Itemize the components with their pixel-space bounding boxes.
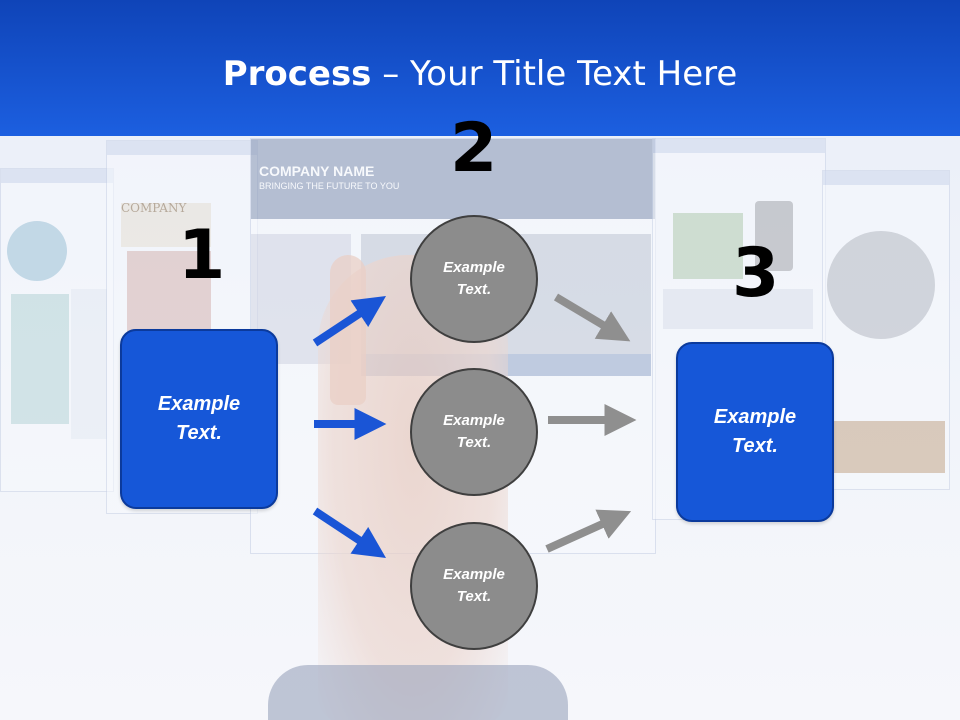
slide-title: Process – Your Title Text Here	[0, 54, 960, 94]
step-2-circle-middle: Example Text.	[410, 368, 538, 496]
step-1-box: Example Text.	[120, 329, 278, 509]
step-number-1: 1	[178, 216, 226, 295]
bg-website-window	[0, 168, 114, 492]
step-3-box: Example Text.	[676, 342, 834, 522]
step-2-circle-top: Example Text.	[410, 215, 538, 343]
step-2-circle-bottom: Example Text.	[410, 522, 538, 650]
bg-brand-text: COMPANY NAME	[259, 163, 375, 179]
step-number-3: 3	[732, 234, 780, 313]
title-bold: Process	[222, 54, 372, 94]
bg-tagline-text: BRINGING THE FUTURE TO YOU	[259, 181, 400, 191]
title-bar	[0, 0, 960, 136]
circle-text: Example Text.	[443, 411, 505, 452]
bg-brand-text: COMPANY	[121, 201, 187, 215]
gray-arrow-up	[545, 509, 632, 553]
blue-arrow-up	[312, 296, 387, 347]
bg-website-window	[822, 170, 950, 490]
circle-text: Example Text.	[443, 258, 505, 299]
step-1-text: Example Text.	[157, 393, 241, 444]
bg-sleeve	[268, 665, 568, 720]
blue-arrow-down	[312, 507, 387, 558]
gray-arrow-down	[553, 293, 631, 342]
circle-text: Example Text.	[443, 565, 505, 606]
step-number-2: 2	[450, 109, 498, 188]
step-3-text: Example Text.	[713, 406, 797, 457]
title-rest: – Your Title Text Here	[371, 54, 738, 94]
